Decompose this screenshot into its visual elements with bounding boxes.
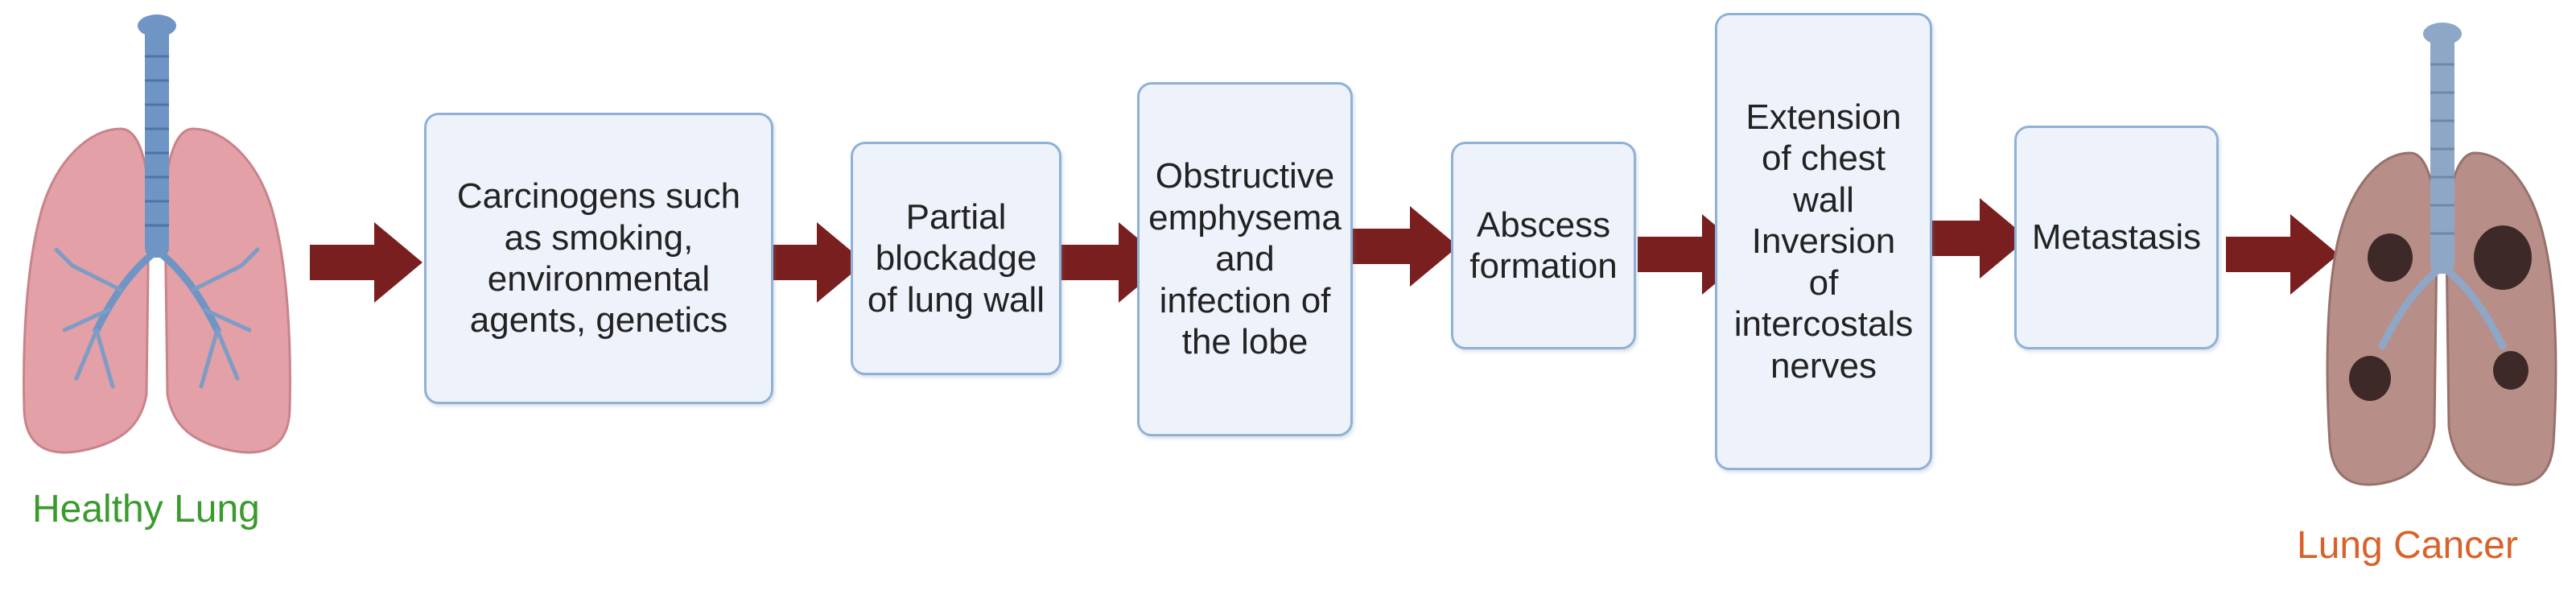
healthy-lung-label: Healthy Lung — [32, 488, 260, 531]
healthy-lung-icon — [23, 14, 291, 454]
step-box-obstructive-emphysema: Obstructive emphysema and infection of t… — [1137, 82, 1353, 436]
step-box-carcinogens: Carcinogens such as smoking, environment… — [424, 113, 773, 404]
step-text: Abscess formation — [1469, 204, 1618, 286]
flow-arrow-4 — [1346, 206, 1458, 287]
step-box-metastasis: Metastasis — [2014, 126, 2219, 349]
lung-cancer-label: Lung Cancer — [2297, 524, 2518, 567]
flow-arrow-2 — [752, 222, 865, 303]
flow-arrow-7 — [2226, 214, 2339, 295]
step-text: Extension of chest wall Inversion of int… — [1733, 97, 1914, 386]
step-box-partial-blockage: Partial blockadge of lung wall — [851, 142, 1061, 375]
cancer-lung-icon — [2326, 23, 2557, 486]
step-text: Carcinogens such as smoking, environment… — [456, 176, 741, 341]
flow-arrow-6 — [1915, 198, 2028, 279]
step-text: Partial blockadge of lung wall — [867, 196, 1045, 320]
step-box-chest-wall-extension: Extension of chest wall Inversion of int… — [1715, 13, 1932, 470]
step-text: Obstructive emphysema and infection of t… — [1148, 156, 1342, 362]
flow-arrow-1 — [310, 222, 422, 303]
step-box-abscess-formation: Abscess formation — [1451, 142, 1636, 349]
step-text: Metastasis — [2031, 217, 2202, 258]
